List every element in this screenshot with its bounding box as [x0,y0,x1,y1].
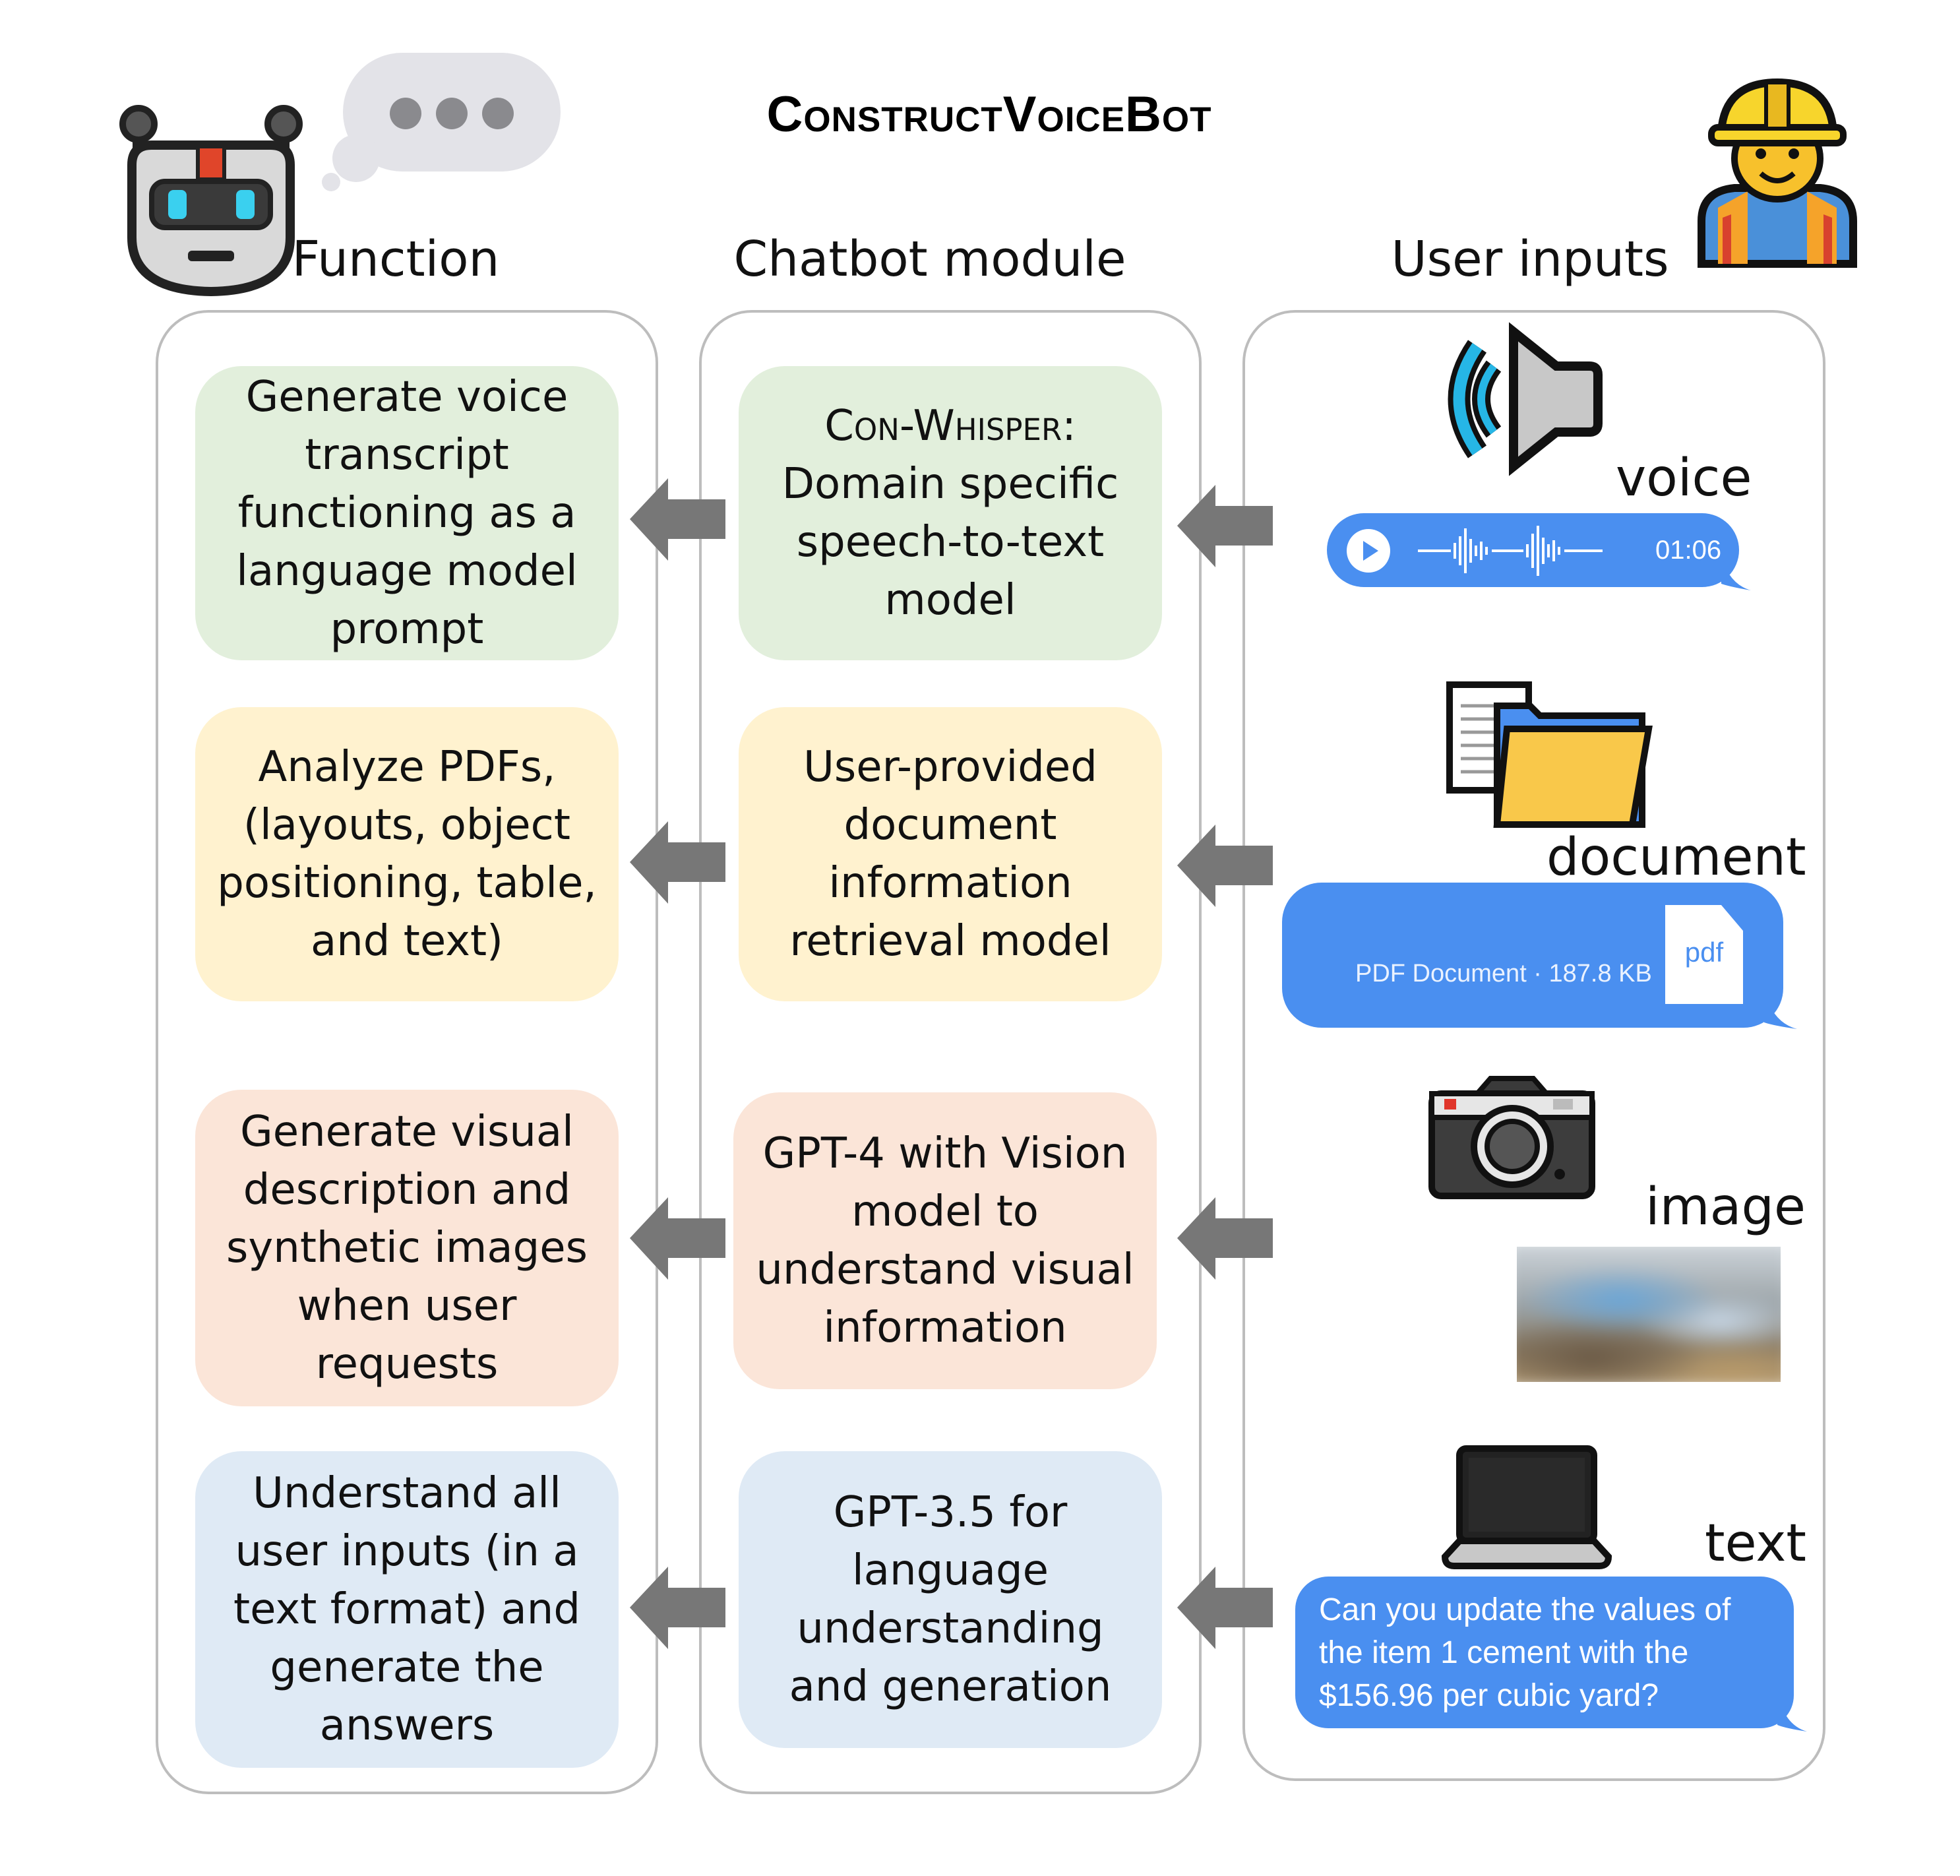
pdf-file-icon [1665,905,1743,1004]
module-box-text: GPT-3.5 for language understanding and g… [739,1451,1162,1748]
arrow-left-icon [630,821,725,904]
module-title-voice: Con-Whisper: [824,402,1076,451]
arrow-left-icon [630,478,725,561]
module-box-voice: Con-Whisper: Domain specific speech-to-t… [739,366,1162,660]
function-box-voice: Generate voice transcript functioning as… [195,366,619,660]
function-text-image: Generate visual description and syntheti… [226,1108,588,1389]
speaker-icon [1448,322,1603,476]
input-label-document: document [1547,828,1806,887]
waveform-icon [1418,526,1603,576]
text-message-content: Can you update the values of the item 1 … [1319,1592,1731,1713]
arrow-left-icon [630,1567,725,1649]
construction-photo [1517,1247,1781,1382]
play-icon[interactable] [1345,528,1392,574]
pdf-bubble-tail [1764,989,1797,1029]
text-message-bubble[interactable]: Can you update the values of the item 1 … [1295,1577,1794,1728]
camera-icon [1428,1076,1595,1199]
construction-worker-icon [1698,78,1857,268]
function-box-image: Generate visual description and syntheti… [195,1090,619,1406]
text-bubble-tail [1777,1692,1807,1732]
function-text-voice: Generate voice transcript functioning as… [236,373,578,654]
input-label-voice: voice [1616,449,1752,508]
column-header-function: Function [291,231,500,288]
voice-duration: 01:06 [1655,536,1722,565]
arrow-left-icon [1177,485,1273,567]
module-text-image: GPT-4 with Vision model to understand vi… [756,1129,1134,1352]
function-text-document: Analyze PDFs, (layouts, object positioni… [217,743,597,966]
laptop-icon [1441,1445,1612,1569]
arrow-left-icon [1177,1197,1273,1280]
pdf-meta: PDF Document · 187.8 KB [1355,960,1652,987]
voice-bubble-tail [1721,554,1751,590]
module-box-image: GPT-4 with Vision model to understand vi… [733,1092,1157,1389]
thought-bubble-icon [322,53,561,191]
input-label-text: text [1705,1514,1806,1573]
module-text-text: GPT-3.5 for language understanding and g… [789,1488,1112,1711]
arrow-left-icon [1177,1567,1273,1649]
column-header-inputs: User inputs [1391,231,1669,288]
arrow-left-icon [1177,825,1273,907]
folder-document-icon [1446,681,1653,828]
arrow-left-icon [630,1197,725,1280]
column-header-module: Chatbot module [733,231,1126,288]
input-label-image: image [1645,1177,1806,1237]
function-text-text: Understand all user inputs (in a text fo… [233,1469,580,1750]
diagram-title: ConstructVoiceBot [766,86,1212,142]
module-text-voice: Domain specific speech-to-text model [781,460,1119,625]
robot-icon [119,105,303,297]
module-text-document: User-provided document information retri… [789,743,1111,966]
module-box-document: User-provided document information retri… [739,707,1162,1001]
pdf-badge: pdf [1684,937,1724,968]
function-box-text: Understand all user inputs (in a text fo… [195,1451,619,1768]
function-box-document: Analyze PDFs, (layouts, object positioni… [195,707,619,1001]
